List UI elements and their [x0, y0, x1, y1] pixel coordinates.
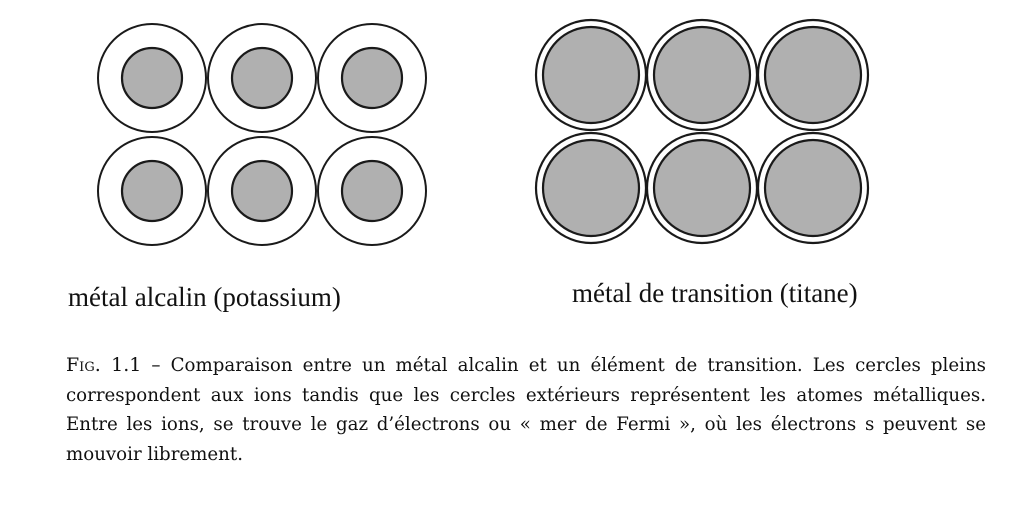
ion-circle	[230, 159, 294, 223]
ion-circle	[763, 138, 863, 238]
transition-metal-atoms	[534, 18, 870, 245]
alkali-metal-label: métal alcalin (potassium)	[68, 282, 341, 312]
transition-metal-label: métal de transition (titane)	[572, 278, 858, 308]
ion-circle	[763, 25, 863, 125]
ion-circle	[120, 46, 184, 110]
ion-circle	[541, 138, 641, 238]
ion-circle	[541, 25, 641, 125]
alkali-metal-atoms	[97, 23, 427, 246]
caption-text: – Comparaison entre un métal alcalin et …	[66, 355, 987, 465]
ion-circle	[120, 159, 184, 223]
figure-caption: Fig. 1.1 – Comparaison entre un métal al…	[66, 351, 986, 469]
ion-circle	[340, 46, 404, 110]
ion-circle	[340, 159, 404, 223]
figure-number: Fig. 1.1	[66, 354, 142, 376]
atom-diagram	[97, 18, 870, 246]
ion-circle	[652, 25, 752, 125]
ion-circle	[230, 46, 294, 110]
ion-circle	[652, 138, 752, 238]
